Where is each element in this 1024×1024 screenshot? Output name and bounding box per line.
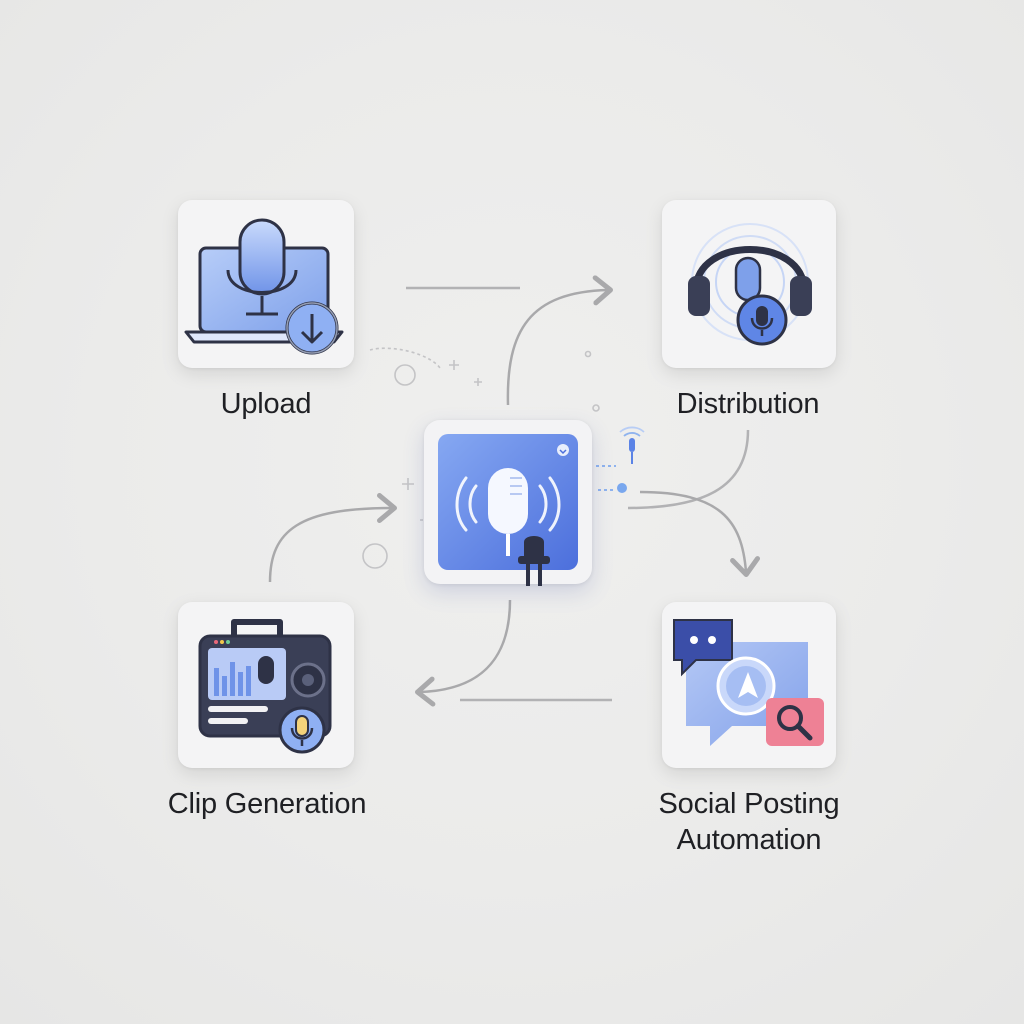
upload-card[interactable]	[178, 200, 354, 368]
connector-clip-to-hub	[268, 493, 397, 583]
social-posting-label: Social Posting Automation	[614, 786, 884, 858]
social-posting-label-line1: Social Posting	[658, 788, 840, 820]
clip-generation-card[interactable]	[178, 602, 354, 768]
laptop-microphone-download-icon	[184, 218, 344, 355]
hub-connector-plug	[518, 536, 550, 586]
connector-hub-to-social	[639, 490, 760, 577]
connector-distribution-to-hub	[627, 429, 750, 510]
waveform-bars	[214, 662, 251, 696]
headphones-microphone-icon	[688, 223, 812, 346]
decorative-signal-node	[596, 426, 645, 493]
connector-hub-to-clip	[415, 599, 512, 707]
connector-hub-to-distribution	[506, 275, 613, 406]
social-posting-card[interactable]	[662, 602, 836, 768]
distribution-label: Distribution	[676, 388, 820, 420]
decorative-sparkles	[362, 347, 600, 569]
social-posting-label-line2: Automation	[676, 824, 822, 856]
central-hub-card[interactable]	[424, 420, 592, 586]
camera-waveform-icon	[198, 619, 332, 754]
clip-generation-label: Clip Generation	[167, 788, 367, 820]
upload-label: Upload	[220, 388, 312, 420]
chat-bubbles-search-icon	[673, 619, 824, 746]
distribution-card[interactable]	[662, 200, 836, 368]
podcast-microphone-icon	[438, 434, 578, 586]
